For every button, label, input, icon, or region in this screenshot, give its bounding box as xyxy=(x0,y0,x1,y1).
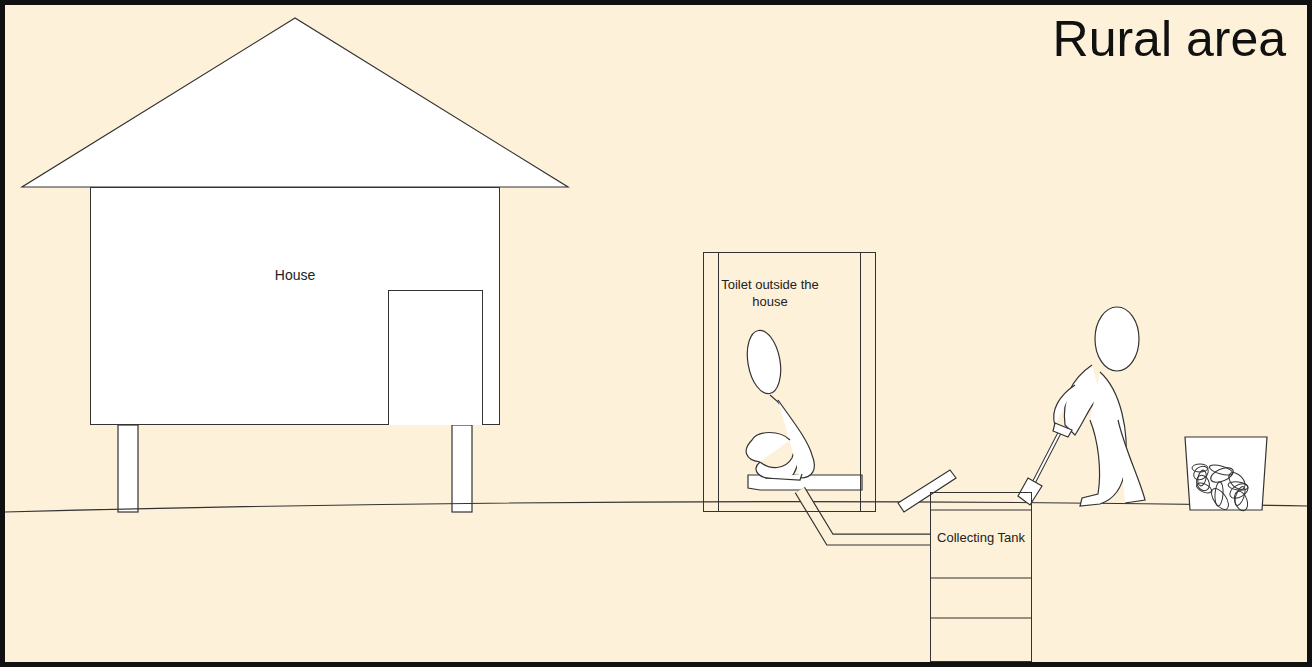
waste-stroke xyxy=(1209,465,1236,485)
waste-stroke xyxy=(1195,481,1213,495)
waste-stroke xyxy=(1192,464,1208,472)
house-roof xyxy=(22,18,568,187)
toilet-post xyxy=(860,253,861,511)
house-box: House xyxy=(90,187,500,425)
bucket-waste xyxy=(1191,463,1251,513)
house-stilt xyxy=(118,425,138,512)
house-door xyxy=(388,290,483,425)
diagram-title: Rural area xyxy=(1053,10,1286,68)
toilet-post xyxy=(718,253,719,511)
tank-ring xyxy=(930,577,1032,578)
node-label: House xyxy=(97,266,493,284)
collecting-tank: Collecting Tank xyxy=(930,492,1032,662)
tank-ring xyxy=(930,617,1032,618)
frame-border xyxy=(3,3,1310,665)
house-stilt xyxy=(452,425,472,512)
waste-stroke xyxy=(1232,490,1250,513)
tank-ring xyxy=(930,509,1032,510)
toilet-frame: Toilet outside the house xyxy=(703,252,876,512)
bucket xyxy=(1185,437,1267,510)
squatting-person xyxy=(743,328,815,480)
node-label: Collecting Tank xyxy=(937,530,1025,547)
digging-person xyxy=(1054,307,1145,506)
drain-pipe xyxy=(800,490,930,540)
node-label: Toilet outside the house xyxy=(718,277,822,311)
ground-line xyxy=(5,502,1307,512)
tank-lid xyxy=(898,470,956,512)
